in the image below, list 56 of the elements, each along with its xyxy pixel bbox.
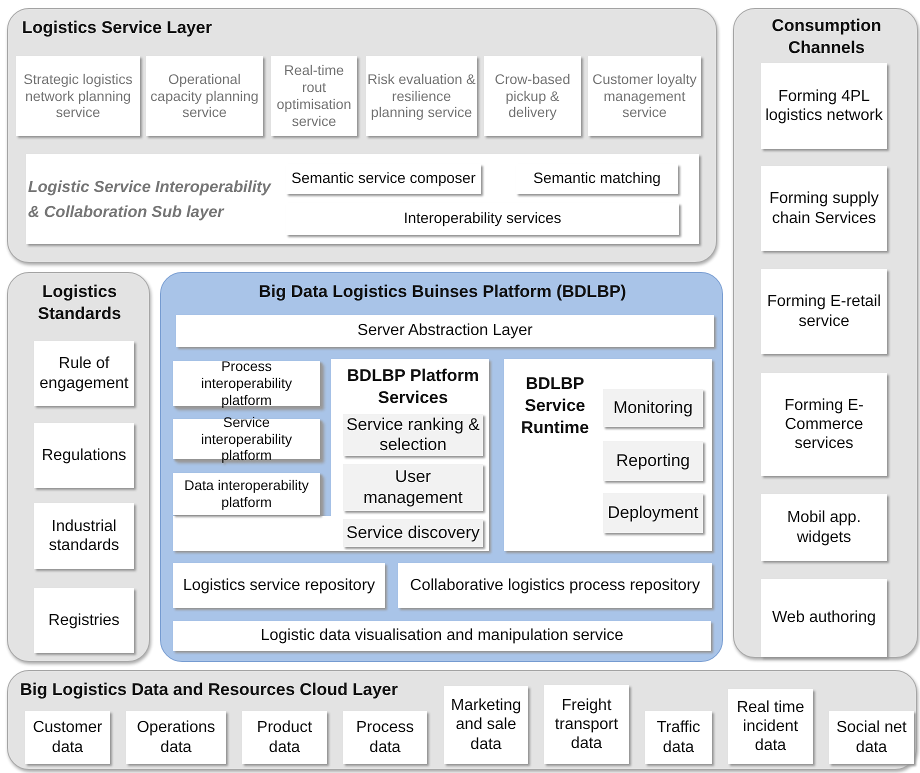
component-box: Forming E-Commerce services xyxy=(761,373,887,476)
component-box: Service discovery xyxy=(343,519,483,547)
component-box: Data interoperability platform xyxy=(173,473,320,515)
component-box: Logistics service repository xyxy=(173,563,385,608)
component-box: Social net data xyxy=(829,711,914,764)
group-title: Consumption Channels xyxy=(770,15,882,60)
component-box: Semantic matching xyxy=(516,164,678,194)
component-box: Reporting xyxy=(603,441,703,481)
component-box: Deployment xyxy=(603,493,703,533)
component-box: Process interoperability platform xyxy=(173,361,320,406)
component-box: Service ranking & selection xyxy=(343,414,483,456)
component-box: Web authoring xyxy=(761,579,887,657)
component-box: Collaborative logistics process repository xyxy=(398,563,712,608)
component-box: Regulations xyxy=(34,423,134,488)
group-title: Big Data Logistics Buinses Platform (BDLBP) xyxy=(258,281,628,303)
component-box: Strategic logistics network planning service xyxy=(16,56,140,136)
component-box: Registries xyxy=(34,588,134,653)
group-title: BDLBP Service Runtime xyxy=(520,373,590,440)
component-box: Monitoring xyxy=(603,389,703,427)
component-box: Freight transport data xyxy=(544,685,629,764)
group-title: Logistic Service Interoperability & Collaboration Sub layer xyxy=(28,178,272,223)
layer-panel xyxy=(7,670,917,770)
services-panel xyxy=(173,359,489,551)
runtime-panel xyxy=(504,359,712,551)
component-box: Product data xyxy=(242,711,327,764)
component-box: Forming E-retail service xyxy=(761,269,887,354)
component-box: User management xyxy=(343,464,483,511)
component-box: Process data xyxy=(343,711,427,764)
component-box: Real time incident data xyxy=(728,689,813,764)
platform-panel xyxy=(160,272,723,662)
group-title: Logistics Standards xyxy=(36,281,122,326)
component-box: Semantic service composer xyxy=(286,164,481,194)
component-box: Forming supply chain Services xyxy=(761,166,887,251)
layer-panel xyxy=(7,272,150,662)
component-box: Real-time rout optimisation service xyxy=(271,56,357,136)
group-title: BDLBP Platform Services xyxy=(346,365,480,410)
group-title: Logistics Service Layer xyxy=(22,17,213,39)
component-box: Risk evaluation & resilience planning service xyxy=(366,56,477,136)
component-box: Server Abstraction Layer xyxy=(176,315,714,347)
layer-panel xyxy=(7,8,717,263)
sublayer-panel xyxy=(26,154,699,244)
component-box: Industrial standards xyxy=(34,503,134,569)
component-box: Crow-based pickup & delivery xyxy=(484,56,581,136)
component-box: Marketing and sale data xyxy=(444,686,528,764)
component-box: Interoperability services xyxy=(286,203,679,235)
component-box: Operations data xyxy=(126,711,226,764)
component-box: Customer loyalty management service xyxy=(588,56,701,136)
component-box: Mobil app. widgets xyxy=(761,494,887,561)
component-box: Logistic data visualisation and manipulation service xyxy=(173,621,711,651)
component-box: Rule of engagement xyxy=(34,341,134,406)
layer-panel xyxy=(733,8,918,658)
component-box: Forming 4PL logistics network xyxy=(761,63,887,149)
component-box: Customer data xyxy=(25,711,110,764)
component-box: Operational capacity planning service xyxy=(146,56,263,136)
component-box: Traffic data xyxy=(645,711,712,764)
group-title: Big Logistics Data and Resources Cloud Layer xyxy=(20,679,399,701)
